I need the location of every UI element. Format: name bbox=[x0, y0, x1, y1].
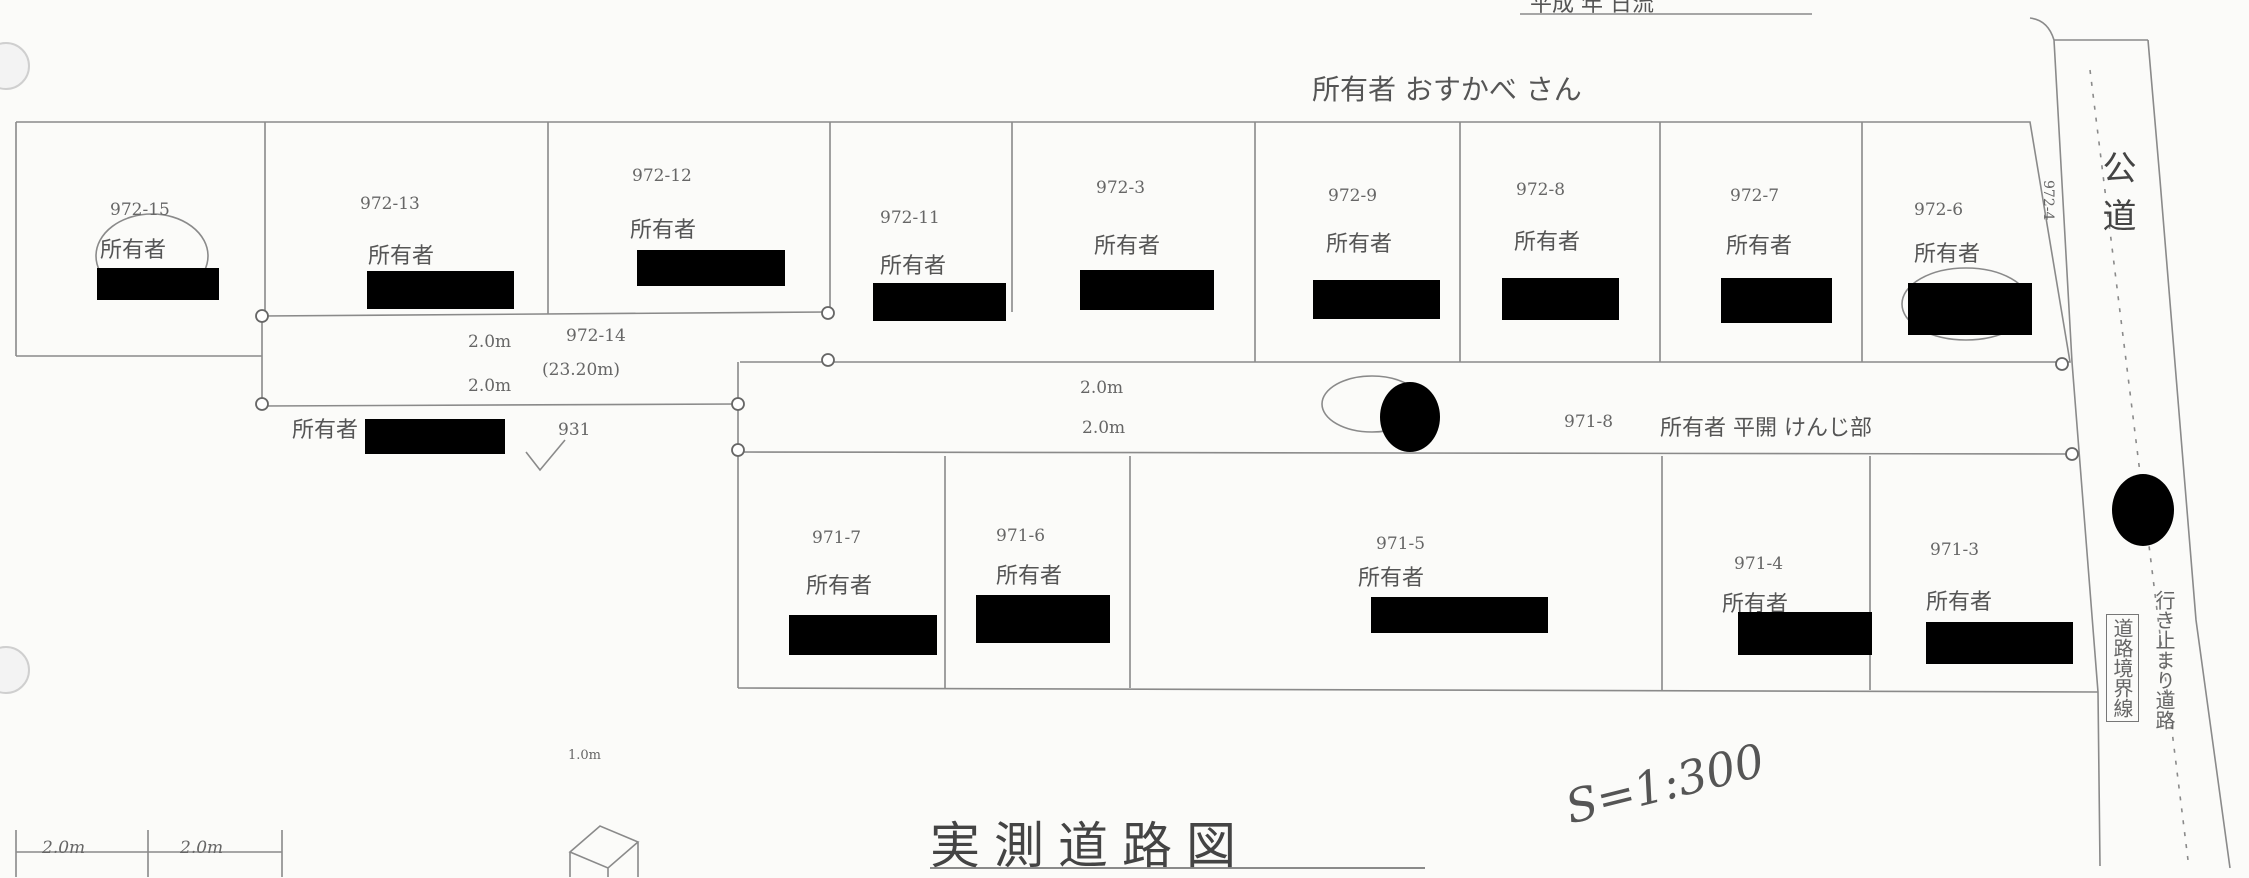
owner-label: 所有者 bbox=[1358, 566, 1425, 591]
redaction-block bbox=[1738, 612, 1872, 655]
lot-number: 971-7 bbox=[812, 528, 862, 548]
lot-number: 972-9 bbox=[1328, 186, 1378, 206]
redaction-block bbox=[789, 615, 937, 655]
boundary-marker bbox=[2065, 447, 2079, 461]
public-road-east-edge bbox=[2147, 39, 2231, 869]
lot-number: 972-6 bbox=[1914, 200, 1964, 220]
redaction-block bbox=[1502, 278, 1619, 320]
header-scrap: 平成 年 日流 bbox=[1530, 0, 1654, 17]
redaction-block bbox=[1721, 278, 1832, 323]
lot-number: 972-7 bbox=[1730, 186, 1780, 206]
owner-label: 所有者 bbox=[368, 244, 435, 269]
lot-number: 971-6 bbox=[996, 526, 1046, 546]
redaction-block bbox=[637, 250, 785, 286]
redaction-block bbox=[1080, 270, 1214, 310]
road-width-note: 2.0m bbox=[468, 332, 512, 352]
owner-label: 所有者 bbox=[292, 418, 359, 443]
owner-label: 所有者 bbox=[1914, 242, 1981, 267]
road-width-note: 2.0m bbox=[468, 376, 512, 396]
lot-number: 972-14 bbox=[566, 326, 626, 346]
public-road-west-edge bbox=[2029, 17, 2101, 867]
lot-number: 972-11 bbox=[880, 208, 940, 228]
redaction-dot bbox=[2112, 474, 2174, 546]
private-road-south-edge bbox=[737, 451, 2073, 455]
owner-label: 所有者 bbox=[1326, 232, 1393, 257]
redaction-block bbox=[1371, 597, 1548, 633]
small-mark: 1.0m bbox=[568, 748, 602, 763]
owner-label: 所有者 bbox=[100, 238, 167, 263]
owner-label: 所有者 bbox=[1726, 234, 1793, 259]
lot-number: 972-13 bbox=[360, 194, 420, 214]
redaction-block bbox=[1926, 622, 2073, 664]
redaction-block bbox=[365, 419, 505, 454]
lot-number: 971-4 bbox=[1734, 554, 1784, 574]
south-block-bottom bbox=[737, 687, 2099, 693]
owner-label: 所有者 bbox=[806, 574, 873, 599]
road-length-note: (23.20m) bbox=[542, 360, 621, 380]
boundary-marker bbox=[255, 397, 269, 411]
north-neighbor-label: 所有者 おすかべ さん bbox=[1312, 73, 1582, 106]
corner-label: 931 bbox=[558, 420, 591, 440]
access-strip-bottom bbox=[261, 403, 739, 407]
lot-number: 972-12 bbox=[632, 166, 692, 186]
scale-bar-label: 2.0m bbox=[180, 838, 224, 858]
road-width-note: 2.0m bbox=[1080, 378, 1124, 398]
public-road-label: 公道 bbox=[2096, 150, 2136, 246]
redaction-block bbox=[873, 283, 1006, 321]
boundary-marker bbox=[2055, 357, 2069, 371]
lot-number: 972-15 bbox=[110, 200, 170, 220]
owner-note-971-8: 所有者 平開 けんじ部 bbox=[1660, 416, 1872, 441]
owner-label: 所有者 bbox=[1926, 590, 1993, 615]
owner-label: 所有者 bbox=[996, 564, 1063, 589]
redaction-block bbox=[1313, 280, 1440, 319]
redaction-block bbox=[976, 595, 1110, 643]
lot-number: 972-3 bbox=[1096, 178, 1146, 198]
owner-label: 所有者 bbox=[880, 254, 947, 279]
lot-number: 971-8 bbox=[1564, 412, 1614, 432]
road-side-note: 行き止まり道路 bbox=[2152, 590, 2176, 730]
owner-label: 所有者 bbox=[1514, 230, 1581, 255]
access-strip-top bbox=[261, 311, 829, 317]
scale-bar-label: 2.0m bbox=[42, 838, 86, 858]
boundary-note: 道路境界線 bbox=[2106, 614, 2139, 722]
boundary-marker bbox=[731, 443, 745, 457]
redaction-dot bbox=[1380, 382, 1440, 452]
owner-label: 所有者 bbox=[630, 218, 697, 243]
lot-number: 971-5 bbox=[1376, 534, 1426, 554]
boundary-marker bbox=[821, 306, 835, 320]
redaction-block bbox=[1908, 283, 2032, 335]
lot-number: 971-3 bbox=[1930, 540, 1980, 560]
north-block-outline bbox=[16, 121, 2071, 363]
lot-number: 972-4 bbox=[2040, 180, 2056, 221]
lot-number: 972-8 bbox=[1516, 180, 1566, 200]
boundary-marker bbox=[821, 353, 835, 367]
redaction-block bbox=[97, 268, 219, 300]
boundary-marker bbox=[255, 309, 269, 323]
road-width-note: 2.0m bbox=[1082, 418, 1126, 438]
owner-label: 所有者 bbox=[1094, 234, 1161, 259]
page-title: 実測道路図 bbox=[930, 817, 1250, 875]
redaction-block bbox=[367, 271, 514, 309]
boundary-marker bbox=[731, 397, 745, 411]
